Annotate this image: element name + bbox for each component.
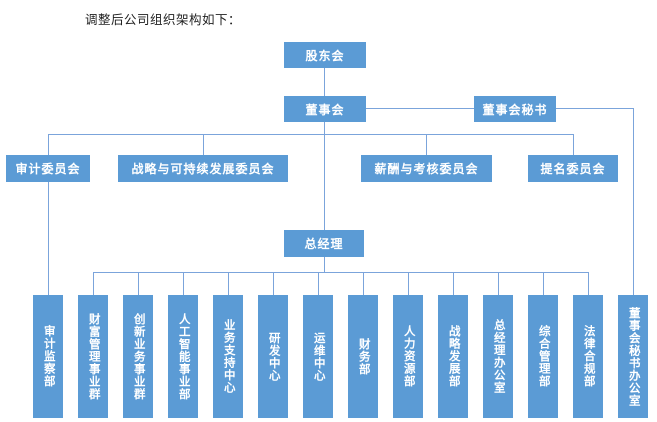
connector-shareholders-board: [324, 68, 325, 96]
org-node-committee-strategy: 战略与可持续发展委员会: [118, 155, 288, 182]
org-node-dept-ai-business: 人工智能事业部: [168, 295, 198, 418]
org-node-committee-nomination: 提名委员会: [528, 155, 618, 182]
connector-drop-remuneration-committee: [426, 134, 427, 155]
connector-drop-dept: [588, 272, 589, 295]
connector-board-gm: [324, 122, 325, 230]
org-node-dept-general-administration: 综合管理部: [528, 295, 558, 418]
org-node-shareholders: 股东会: [284, 42, 366, 68]
connector-drop-dept: [498, 272, 499, 295]
connector-drop-dept: [453, 272, 454, 295]
org-node-dept-hr: 人力资源部: [393, 295, 423, 418]
connector-drop-dept: [138, 272, 139, 295]
connector-drop-dept: [183, 272, 184, 295]
connector-drop-audit-committee: [48, 134, 49, 155]
org-node-general-manager: 总经理: [284, 230, 364, 257]
connector-gm-rail: [324, 257, 325, 272]
org-node-dept-wealth-management: 财富管理事业群: [78, 295, 108, 418]
org-node-dept-gm-office: 总经理办公室: [483, 295, 513, 418]
connector-committee-rail: [48, 134, 573, 135]
page-title: 调整后公司组织架构如下：: [85, 13, 242, 27]
org-node-board: 董事会: [284, 96, 366, 122]
org-node-committee-remuneration: 薪酬与考核委员会: [361, 155, 492, 182]
org-node-dept-board-secretary-office: 董事会秘书办公室: [618, 295, 648, 418]
org-node-dept-ops-center: 运维中心: [303, 295, 333, 418]
connector-drop-dept: [273, 272, 274, 295]
connector-audit-committee-dept: [48, 182, 49, 295]
connector-drop-dept: [408, 272, 409, 295]
connector-drop-nomination-committee: [573, 134, 574, 155]
org-node-dept-rnd-center: 研发中心: [258, 295, 288, 418]
org-node-dept-business-support: 业务支持中心: [213, 295, 243, 418]
connector-board-secretary: [366, 108, 474, 109]
org-node-dept-legal-compliance: 法律合规部: [573, 295, 603, 418]
org-node-dept-innovation-business: 创新业务事业群: [123, 295, 153, 418]
connector-drop-dept: [228, 272, 229, 295]
org-node-committee-audit: 审计委员会: [6, 155, 90, 182]
connector-secretary-office: [633, 108, 634, 295]
connector-drop-dept: [93, 272, 94, 295]
connector-drop-dept: [318, 272, 319, 295]
connector-drop-dept: [363, 272, 364, 295]
org-node-dept-strategy-development: 战略发展部: [438, 295, 468, 418]
org-node-dept-audit-supervision: 审计监察部: [33, 295, 63, 418]
org-node-dept-finance: 财务部: [348, 295, 378, 418]
connector-gm-rail-horizontal: [93, 272, 588, 273]
connector-secretary-right: [556, 108, 634, 109]
connector-drop-strategy-committee: [203, 134, 204, 155]
connector-drop-dept: [543, 272, 544, 295]
org-node-board-secretary: 董事会秘书: [474, 96, 556, 122]
